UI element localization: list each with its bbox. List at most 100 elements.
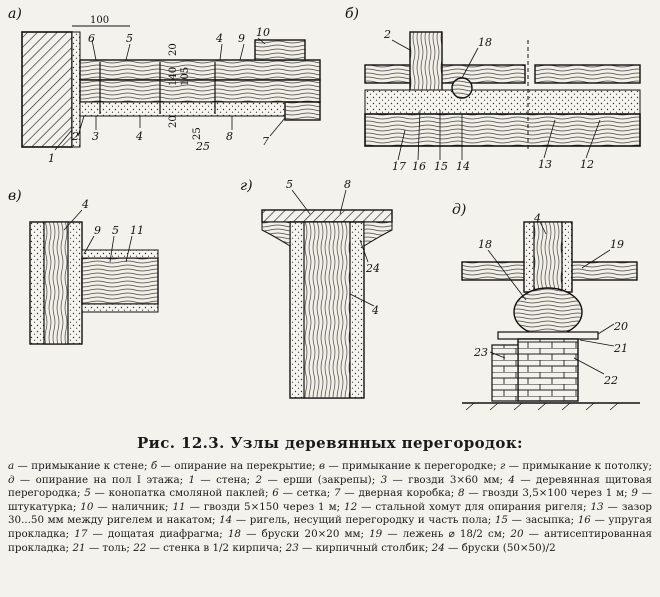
- legend-key: 20: [510, 527, 524, 540]
- legend-text: — конопатка смоляной паклей;: [90, 487, 273, 500]
- panel-b: б) 2 18 17 16 15 14 13 12: [345, 6, 641, 173]
- legend-text: — стена;: [195, 473, 256, 486]
- callout-v-11: 11: [130, 224, 144, 237]
- callout-a-6: 6: [88, 32, 95, 45]
- legend-entry: а — примыкание к стене;: [8, 460, 151, 472]
- legend-text: — сетка;: [278, 487, 335, 500]
- callout-a-10: 10: [256, 26, 270, 39]
- legend-key: 17: [74, 527, 88, 540]
- legend-entry: 21 — толь;: [72, 542, 133, 554]
- legend-text: — бруски 20×20 мм;: [240, 527, 370, 540]
- legend-text: — лежень ⌀ 18/2 см;: [382, 527, 511, 540]
- legend-entry: 22 — стенка в 1/2 кирпича;: [133, 542, 285, 554]
- legend-key: 11: [172, 500, 186, 513]
- legend-key: 10: [80, 500, 94, 513]
- callout-g-5: 5: [286, 178, 293, 191]
- callout-d-23: 23: [473, 346, 488, 359]
- legend-key: 16: [577, 514, 591, 527]
- callout-a-9: 9: [238, 32, 245, 45]
- callout-a-4: 4: [135, 130, 143, 143]
- panel-d: д) 4 18 19 20 21 22 23: [452, 202, 640, 411]
- callout-a-2: 2: [71, 130, 79, 143]
- dim-140: 140: [168, 67, 179, 86]
- panel-b-label: б): [345, 6, 359, 22]
- legend-text: — ерши (закрепы);: [262, 473, 381, 486]
- callout-d-20: 20: [613, 320, 628, 333]
- legend-entry: 18 — бруски 20×20 мм;: [228, 528, 369, 540]
- callout-b-15: 15: [434, 160, 448, 173]
- callout-a-4b: 4: [215, 32, 223, 45]
- legend-entry: 13 — зазор 30...50 мм между ригелем и на…: [8, 501, 652, 527]
- legend-key: 15: [494, 514, 508, 527]
- callout-g-24: 24: [365, 262, 380, 275]
- legend-text: — кирпичный столбик;: [298, 541, 432, 554]
- legend-text: — стальной хомут для опирания ригеля;: [357, 500, 591, 513]
- legend-entry: 17 — дощатая диафрагма;: [74, 528, 228, 540]
- panel-b-fill: [364, 89, 641, 115]
- legend-text: — примыкание к стене;: [14, 460, 151, 472]
- legend-key: 21: [72, 541, 86, 554]
- legend-entry: 16 — упругая прокладка;: [8, 514, 652, 540]
- panel-g-label: г): [240, 178, 253, 194]
- callout-v-9: 9: [94, 224, 101, 237]
- legend-text: — наличник;: [93, 500, 173, 513]
- panel-b-beam: [364, 113, 641, 147]
- legend-entry: д — опирание на пол I этажа;: [8, 474, 188, 486]
- panel-v-partition: [81, 257, 159, 305]
- legend-key: 2: [255, 473, 263, 486]
- callout-a-5: 5: [126, 32, 133, 45]
- legend-entry: в — примыкание к перегородке;: [319, 460, 500, 472]
- legend-key: 19: [369, 527, 383, 540]
- legend-entry: 6 — сетка;: [272, 487, 334, 499]
- figure-drawing: а) 100 20 140 105 20 25 1 2 3 4 5 6 7: [8, 6, 641, 411]
- legend-text: — опирание на пол I этажа;: [14, 473, 189, 486]
- legend-text: — гвозди 3×60 мм;: [387, 473, 509, 486]
- panel-b-floor-right: [534, 64, 641, 84]
- legend-text: — гвозди 5×150 через 1 м;: [185, 500, 345, 513]
- legend-key: а: [8, 460, 15, 472]
- callout-b-14: 14: [456, 160, 470, 173]
- callout-a-3: 3: [92, 130, 99, 143]
- legend-text: — бруски (50×50)/2: [444, 541, 556, 554]
- callout-d-19: 19: [610, 238, 624, 251]
- callout-a-25: 25: [195, 140, 210, 153]
- figure-caption: Рис. 12.3. Узлы деревянных перегородок:: [137, 434, 523, 452]
- legend-entry: 1 — стена;: [188, 474, 255, 486]
- legend-entry: 19 — лежень ⌀ 18/2 см;: [369, 528, 510, 540]
- legend-text: — штукатурка;: [8, 487, 652, 513]
- legend-text: — зазор 30...50 мм между ригелем и накат…: [8, 500, 652, 527]
- panel-a-wall: [21, 31, 73, 148]
- legend-entry: 11 — гвозди 5×150 через 1 м;: [172, 501, 344, 513]
- legend-entry: 9 — штукатурка;: [8, 487, 652, 513]
- legend-entry: б — опирание на перекрытие;: [151, 460, 319, 472]
- legend-key: 4: [508, 473, 515, 486]
- panel-g-bar-right: [363, 221, 393, 247]
- panel-d-label: д): [452, 202, 466, 218]
- legend-entry: 23 — кирпичный столбик;: [286, 542, 432, 554]
- callout-v-4: 4: [81, 198, 89, 211]
- dim-105: 105: [180, 67, 191, 86]
- panel-a-partition-mid: [79, 79, 321, 103]
- legend-key: 9: [631, 487, 638, 500]
- panel-g-bar-left: [261, 221, 291, 247]
- legend-entry: 20 — антисептированная прокладка;: [8, 528, 652, 554]
- legend-entry: 4 — деревянная щитовая перегородка;: [8, 474, 652, 500]
- legend-entry: 5 — конопатка смоляной паклей;: [84, 487, 272, 499]
- panel-g-ceiling: [261, 209, 393, 223]
- panel-a-casing: [254, 39, 306, 61]
- legend-text: — ригель, несущий перегородку и часть по…: [232, 514, 495, 527]
- legend-entry: 15 — засыпка;: [495, 514, 578, 526]
- panel-a-label: а): [8, 6, 22, 22]
- legend-entry: 12 — стальной хомут для опирания ригеля;: [344, 501, 590, 513]
- legend-key: 12: [344, 500, 358, 513]
- legend-text: — засыпка;: [507, 514, 578, 527]
- dim-100: 100: [90, 15, 109, 26]
- callout-a-1: 1: [48, 152, 55, 165]
- dim-20b: 20: [168, 115, 179, 128]
- callout-b-17: 17: [392, 160, 406, 173]
- legend-key: в: [318, 460, 325, 472]
- legend-text: — толь;: [85, 541, 134, 554]
- legend-text: — примыкание к потолку;: [505, 460, 652, 472]
- legend-text: — гвозди 3,5×100 через 1 м;: [464, 487, 632, 500]
- legend-key: 8: [457, 487, 465, 500]
